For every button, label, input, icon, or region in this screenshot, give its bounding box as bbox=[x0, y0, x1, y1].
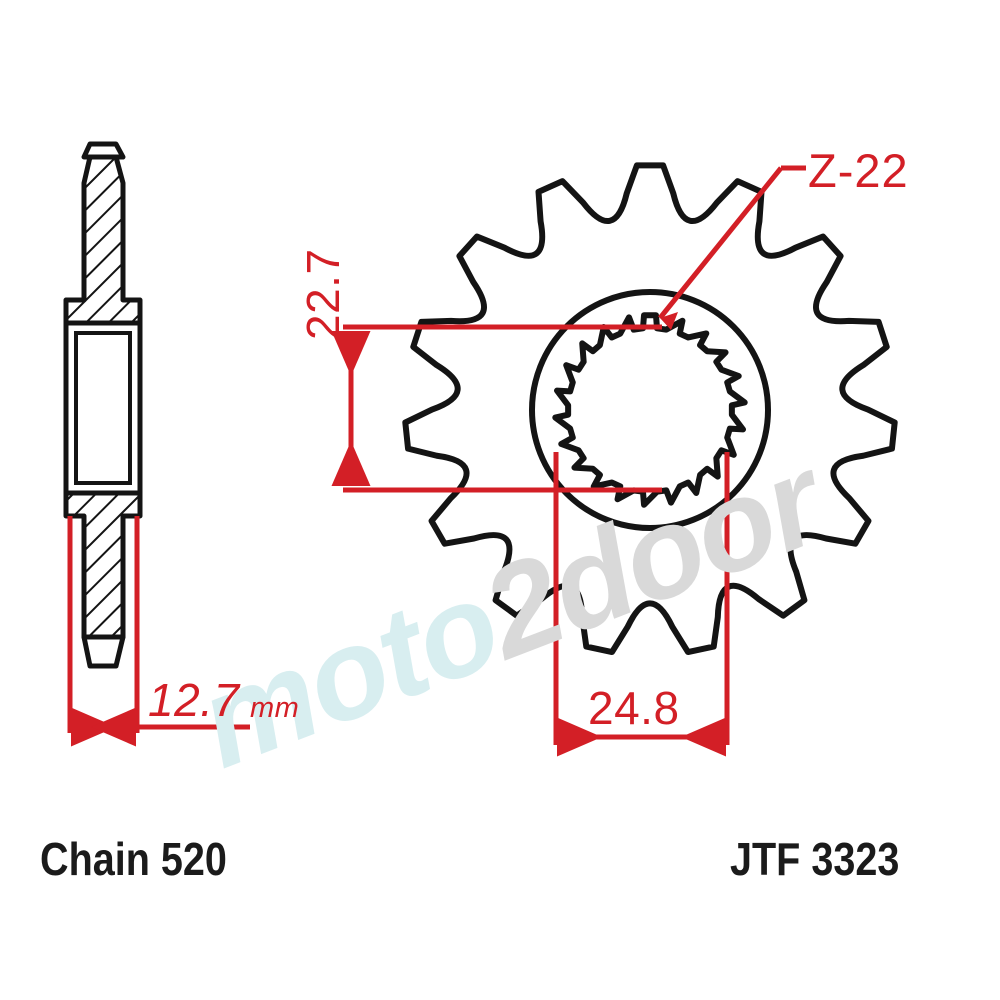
callout-leader-z22 bbox=[658, 165, 806, 330]
callout-label-z22: Z-22 bbox=[808, 144, 909, 197]
dimension-12-7 bbox=[67, 516, 250, 747]
chain-spec-label: Chain 520 bbox=[40, 833, 227, 885]
dimension-label-24-8: 24.8 bbox=[588, 682, 680, 734]
side-section-view bbox=[63, 141, 143, 669]
leader-arrowhead-z22 bbox=[660, 312, 678, 330]
dimension-22-7 bbox=[331, 324, 662, 493]
side-view-upper-cap bbox=[81, 141, 126, 160]
leader-line-z22 bbox=[658, 166, 783, 320]
part-number-label: JTF 3323 bbox=[730, 833, 900, 885]
dimension-unit-mm: mm bbox=[250, 692, 300, 724]
side-view-lower-tooth bbox=[63, 490, 143, 656]
dimension-label-12-7: 12.7 bbox=[148, 674, 240, 726]
dimension-24-8 bbox=[553, 452, 730, 757]
side-view-lower-cap bbox=[81, 634, 126, 669]
front-view-sprocket bbox=[402, 162, 898, 656]
side-view-hub-bore bbox=[74, 331, 132, 485]
side-view-upper-tooth bbox=[63, 154, 143, 326]
dimension-label-22-7: 22.7 bbox=[297, 248, 349, 340]
internal-spline-profile bbox=[552, 312, 748, 508]
